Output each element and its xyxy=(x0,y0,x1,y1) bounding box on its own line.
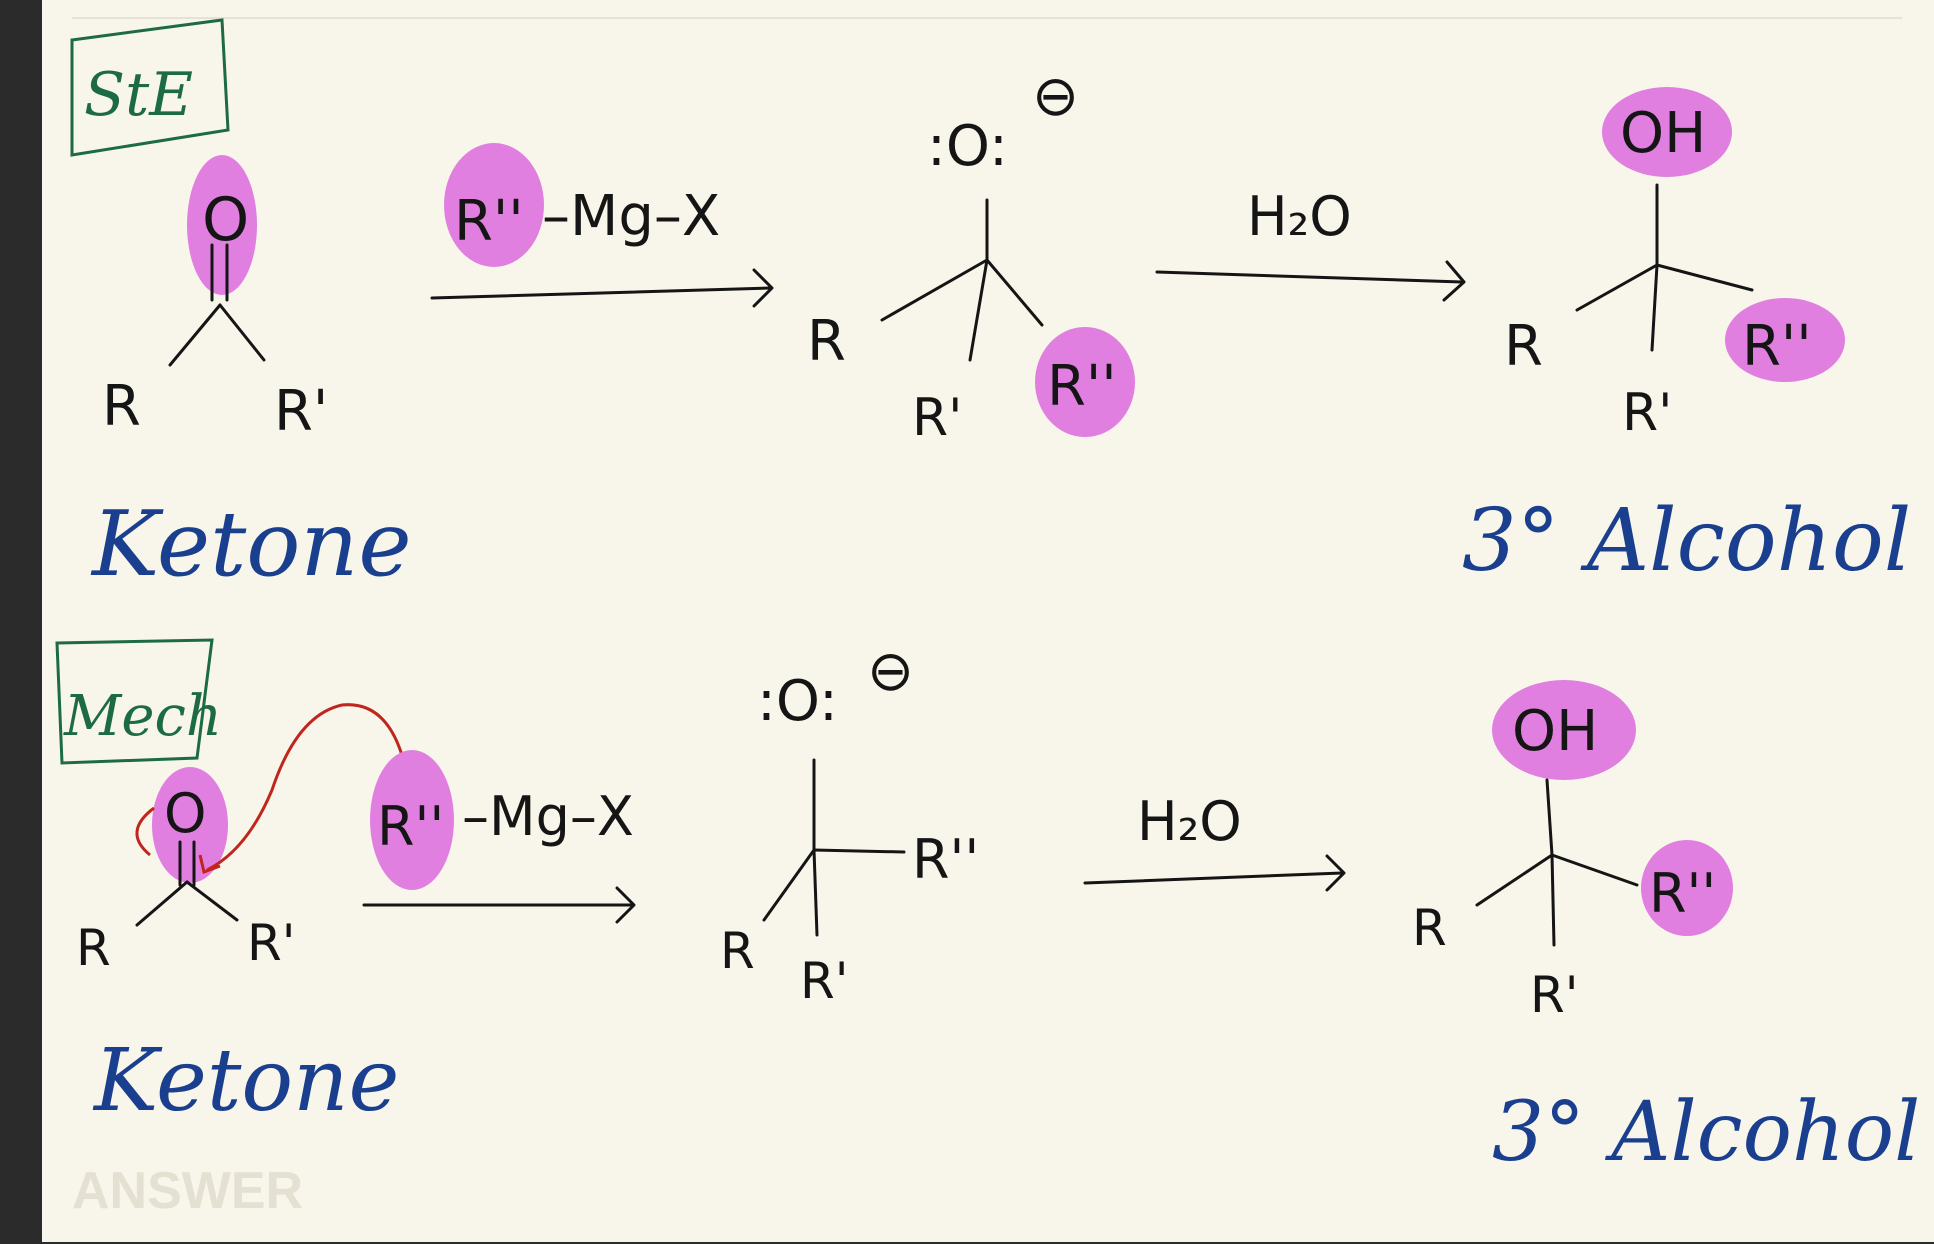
bond-down xyxy=(968,258,989,362)
mech-bond-right xyxy=(812,848,906,854)
bond-to-r-prime xyxy=(1650,263,1659,352)
mech-grignard-r-double-prime: R'' xyxy=(377,795,444,858)
reaction-arrow-2 xyxy=(1155,270,1464,284)
mech-intermediate-r: R xyxy=(720,922,755,980)
mech-bond-left xyxy=(762,848,816,922)
electron-push-arrow-small xyxy=(135,806,155,857)
mech-grignard-step: R'' –Mg–X xyxy=(362,750,636,924)
ste-label: StE xyxy=(84,60,193,130)
bond-to-r xyxy=(1575,263,1659,312)
mech-oh-highlight xyxy=(1492,680,1636,780)
mech-hydrolysis-step: H₂O xyxy=(1083,790,1346,892)
mech-alkoxide-intermediate: :O: ⊖ R R' R'' xyxy=(720,639,979,1010)
top-ketone: O R R' Ketone xyxy=(90,155,412,597)
top-alcohol-product: OH R R' R'' 3° Alcohol xyxy=(1462,87,1911,591)
intermediate-r: R xyxy=(807,309,846,374)
intermediate-r-double-prime-highlight xyxy=(1035,327,1135,437)
mech-label: Mech xyxy=(63,684,222,749)
arrow-head-2 xyxy=(1442,260,1466,302)
mech-reactant-label: Ketone xyxy=(92,1031,399,1131)
product-r-prime: R' xyxy=(1622,383,1672,443)
mech-bond-to-r xyxy=(135,880,189,927)
mech-hydrolysis-reagent: H₂O xyxy=(1137,790,1242,853)
mech-intermediate-r-prime: R' xyxy=(800,952,849,1010)
mech-intermediate-r-double-prime: R'' xyxy=(912,828,979,891)
mech-bond-to-r-prime xyxy=(1550,853,1556,947)
mech-bond-to-r-prime xyxy=(185,880,239,922)
mech-carbonyl-highlight xyxy=(152,767,228,883)
mech-substituent-r-prime: R' xyxy=(247,914,296,972)
mech-bond-to-r-double-prime xyxy=(1550,853,1639,887)
oh-highlight xyxy=(1602,87,1732,177)
carbonyl-oxygen: O xyxy=(202,185,249,255)
mech-product-r-double-prime-highlight xyxy=(1641,840,1733,936)
intermediate-r-prime: R' xyxy=(912,388,962,448)
bond-right xyxy=(985,258,1044,327)
bond-left xyxy=(880,258,989,322)
mech-grignard-r-highlight xyxy=(370,750,454,890)
substituent-r-prime: R' xyxy=(274,379,328,444)
intermediate-r-double-prime: R'' xyxy=(1047,354,1117,419)
mech-substituent-r: R xyxy=(76,919,111,977)
mech-arrow-head-2 xyxy=(1325,854,1346,892)
reaction-arrow-1 xyxy=(430,286,772,300)
mech-product-r: R xyxy=(1412,899,1447,957)
drawing-canvas[interactable]: StE O R R' Ketone R'' –Mg–X xyxy=(42,0,1934,1242)
electron-push-arrowhead xyxy=(198,854,221,875)
mech-bond-to-r xyxy=(1475,853,1554,907)
bond-to-r-double-prime xyxy=(1655,263,1754,292)
substituent-r: R xyxy=(102,374,141,439)
mech-alkoxide-oxygen: :O: xyxy=(757,669,838,734)
top-alkoxide-intermediate: :O: ⊖ R R' R'' xyxy=(807,64,1135,448)
grignard-mg-x: –Mg–X xyxy=(542,184,720,249)
bond-to-r xyxy=(168,303,222,367)
carbonyl-oxygen-highlight xyxy=(187,155,257,295)
product-label: 3° Alcohol xyxy=(1462,491,1911,591)
mech-box xyxy=(55,638,214,765)
mech-product-oh: OH xyxy=(1512,699,1598,764)
mech-bond-to-oh xyxy=(1545,778,1554,857)
left-toolbar-rail xyxy=(0,0,42,1244)
product-r: R xyxy=(1504,314,1543,379)
mech-grignard-mg-x: –Mg–X xyxy=(462,785,634,848)
mech-bond-down xyxy=(812,848,819,937)
mech-alcohol-product: OH R R' R'' 3° Alcohol xyxy=(1412,680,1920,1180)
electron-push-arrow-nucleophile xyxy=(206,703,409,872)
reactant-label: Ketone xyxy=(90,492,412,597)
mech-arrow-head-1 xyxy=(615,886,636,924)
section-ste: StE xyxy=(70,18,230,157)
product-r-double-prime: R'' xyxy=(1742,314,1812,379)
mech-carbonyl-oxygen: O xyxy=(164,782,207,845)
bond-to-r-prime xyxy=(218,303,266,362)
alkoxide-oxygen: :O: xyxy=(927,114,1008,179)
section-mech: Mech xyxy=(55,638,222,765)
mech-alkoxide-charge: ⊖ xyxy=(867,639,914,704)
grignard-r-double-prime: R'' xyxy=(454,189,524,254)
mech-reaction-arrow-2 xyxy=(1083,871,1344,885)
hydrolysis-reagent: H₂O xyxy=(1247,185,1352,248)
alkoxide-charge: ⊖ xyxy=(1032,64,1079,129)
product-r-double-prime-highlight xyxy=(1725,298,1845,382)
mech-product-r-double-prime: R'' xyxy=(1649,862,1716,925)
grignard-r-highlight xyxy=(444,143,544,267)
notes-drawing: StE O R R' Ketone R'' –Mg–X xyxy=(55,17,1920,1220)
top-grignard-step: R'' –Mg–X xyxy=(430,143,774,308)
ste-box xyxy=(70,18,230,157)
top-hydrolysis-step: H₂O xyxy=(1155,185,1466,302)
mech-product-label: 3° Alcohol xyxy=(1492,1085,1920,1180)
product-oh: OH xyxy=(1620,101,1706,166)
mech-product-r-prime: R' xyxy=(1530,966,1579,1024)
mech-ketone: O R R' Ketone xyxy=(76,703,409,1131)
arrow-head-1 xyxy=(752,268,774,308)
answer-watermark: ANSWER xyxy=(72,1162,303,1220)
